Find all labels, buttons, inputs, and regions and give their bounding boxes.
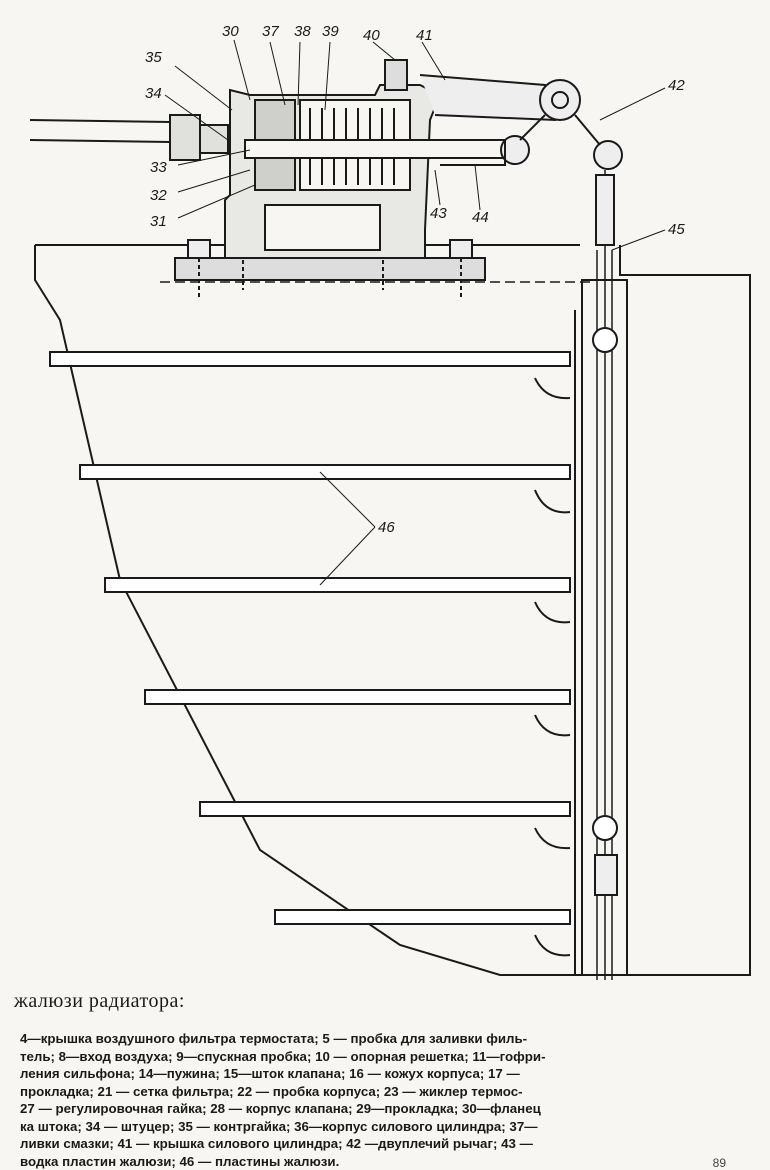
legend-line: тель; 8—вход воздуха; 9—спускная пробка;… xyxy=(20,1048,546,1064)
inlet-tube xyxy=(29,119,171,143)
callout-46: 46 xyxy=(378,519,395,536)
double-arm-lever xyxy=(440,79,623,170)
louver-brackets xyxy=(534,377,571,957)
leader-lines xyxy=(164,39,666,586)
louver-plates xyxy=(49,351,571,925)
legend-line: 4—крышка воздушного фильтра термостата; … xyxy=(20,1031,528,1046)
callout-43: 43 xyxy=(430,205,447,222)
support-base xyxy=(174,257,486,281)
legend-line: 27 — регулировочная гайка; 28 — корпус к… xyxy=(20,1101,541,1116)
union-fitting xyxy=(169,114,201,161)
callout-31: 31 xyxy=(150,213,167,230)
legend-line: ливки смазки; 41 — крышка силового цилин… xyxy=(20,1136,533,1151)
callout-38: 38 xyxy=(294,23,311,40)
page-number: 89 xyxy=(712,1156,726,1170)
figure-caption-heading: жалюзи радиатора: xyxy=(14,990,185,1012)
callout-42: 42 xyxy=(668,77,685,94)
legend-line: прокладка; 21 — сетка фильтра; 22 — проб… xyxy=(20,1083,523,1099)
callout-33: 33 xyxy=(150,159,167,176)
legend-line: водка пластин жалюзи; 46 — пластины жалю… xyxy=(20,1153,340,1169)
filler-plug xyxy=(384,59,408,91)
radiator-shutter-diagram: 30 35 34 33 32 31 37 38 39 40 41 42 43 4… xyxy=(29,23,751,980)
valve-rod xyxy=(244,139,506,159)
callout-32: 32 xyxy=(150,187,167,204)
callout-40: 40 xyxy=(363,27,380,44)
callout-39: 39 xyxy=(322,23,339,40)
callout-35: 35 xyxy=(145,49,162,66)
parts-legend: 4—крышка воздушного фильтра термостата; … xyxy=(20,1030,750,1170)
callout-37: 37 xyxy=(262,23,279,40)
legend-line: ления сильфона; 14—пужина; 15—шток клапа… xyxy=(20,1066,520,1081)
legend-line: ка штока; 34 — штуцер; 35 — контргайка; … xyxy=(20,1118,538,1134)
callout-34: 34 xyxy=(145,85,162,102)
radiator-frame-outline xyxy=(34,245,751,976)
callout-41: 41 xyxy=(416,27,433,44)
callout-45: 45 xyxy=(668,221,685,238)
callout-30: 30 xyxy=(222,23,239,40)
cylinder-cover xyxy=(419,74,557,122)
callout-44: 44 xyxy=(472,209,489,226)
